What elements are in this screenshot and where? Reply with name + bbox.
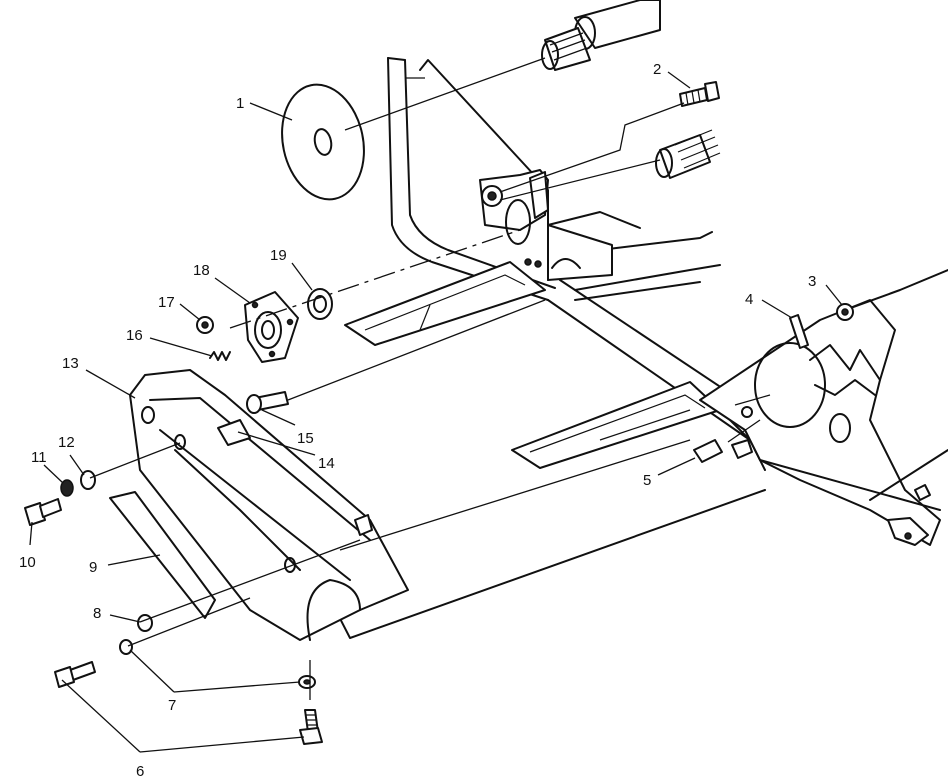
callout-17: 17 [158, 294, 175, 311]
leader-lines [29, 71, 843, 753]
assembly-lines [89, 57, 761, 700]
callout-labels: 1 2 3 4 5 6 7 8 9 10 11 12 13 14 15 16 1… [19, 61, 816, 776]
callout-6: 6 [136, 763, 144, 776]
callout-2: 2 [653, 61, 661, 78]
callout-4: 4 [745, 291, 753, 308]
part-10-bolt [24, 498, 62, 526]
part-11-washer [60, 479, 74, 497]
callout-1: 1 [236, 95, 244, 112]
callout-16: 16 [126, 327, 143, 344]
callout-3: 3 [808, 273, 816, 290]
drive-shaft-lower [655, 129, 721, 179]
callout-18: 18 [193, 262, 210, 279]
callout-9: 9 [89, 559, 97, 576]
part-2-bolt [679, 81, 720, 107]
callout-5: 5 [643, 472, 651, 489]
callout-19: 19 [270, 247, 287, 264]
rear-suspension-assembly [699, 269, 948, 546]
part-3-nut [836, 303, 854, 321]
part-5-bracket [693, 439, 753, 463]
part-16-spring [209, 351, 231, 361]
part-12-washer [80, 470, 96, 490]
part-1-disc [281, 83, 365, 201]
callout-15: 15 [297, 430, 314, 447]
part-7-washers [119, 639, 316, 689]
callout-12: 12 [58, 434, 75, 451]
part-19-bearing [307, 288, 333, 320]
callout-7: 7 [168, 697, 176, 714]
part-15-pin [246, 391, 289, 414]
callout-8: 8 [93, 605, 101, 622]
callout-13: 13 [62, 355, 79, 372]
chassis-frame [309, 57, 771, 639]
callout-14: 14 [318, 455, 335, 472]
part-8-plug [137, 614, 153, 632]
part-17-nut [196, 316, 214, 334]
callout-10: 10 [19, 554, 36, 571]
part-13-cover [129, 369, 409, 641]
callout-11: 11 [31, 449, 47, 466]
part-18-flange [244, 291, 299, 363]
part-6-bolts [54, 661, 323, 745]
part-4-clip [789, 314, 809, 349]
part-9-strip [109, 491, 216, 619]
drive-shaft-upper [541, 0, 661, 71]
part-14-pad [217, 419, 251, 446]
